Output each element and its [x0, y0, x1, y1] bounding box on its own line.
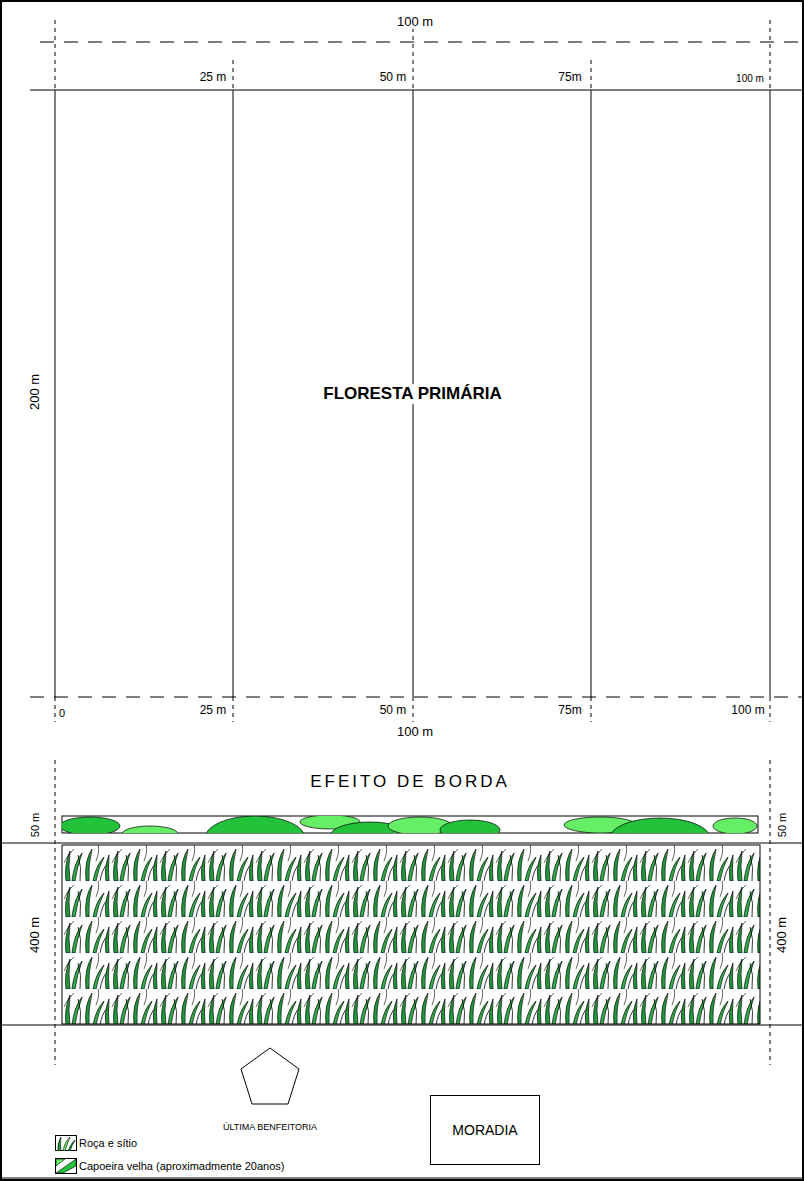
dimension-label: 0	[57, 707, 67, 719]
dimension-label: 50 m	[378, 704, 409, 717]
node-label: ÚLTIMA BENFEITORIA	[220, 1122, 320, 1132]
edge-effect-band: EFEITO DE BORDA	[62, 772, 758, 834]
dimension-label: 75m	[556, 704, 583, 717]
legend-text: Capoeira velha (aproximadmente 20anos)	[79, 1160, 284, 1172]
dimension-label: 100 m	[734, 73, 766, 84]
improvement-pentagon: ÚLTIMA BENFEITORIA	[200, 1042, 340, 1132]
pentagon-symbol	[239, 1046, 301, 1108]
forest-area: FLORESTA PRIMÁRIA	[56, 91, 769, 696]
dimension-label: 25 m	[198, 704, 229, 717]
dimension-label: 50 m	[776, 811, 788, 839]
dwelling-box: MORADIA	[430, 1095, 540, 1165]
dimension-label: 400 m	[775, 915, 789, 955]
dimension-label: 100 m	[395, 15, 435, 29]
dimension-label: 400 m	[28, 915, 42, 955]
dimension-label: 100 m	[395, 725, 435, 739]
dimension-label: 100 m	[729, 704, 766, 717]
node-label: EFEITO DE BORDA	[307, 772, 513, 792]
node-label: MORADIA	[449, 1122, 520, 1138]
legend-swatch	[55, 1135, 77, 1151]
dimension-label: 50 m	[29, 811, 41, 839]
legend-item: Capoeira velha (aproximadmente 20anos)	[55, 1158, 284, 1174]
legend-swatch	[55, 1158, 77, 1174]
legend-text: Roça e sítio	[79, 1137, 137, 1149]
dimension-label: 25 m	[198, 71, 229, 84]
dimension-label: 50 m	[378, 71, 409, 84]
legend-item: Roça e sítio	[55, 1135, 137, 1151]
node-label: FLORESTA PRIMÁRIA	[320, 384, 505, 404]
dimension-label: 200 m	[28, 372, 42, 412]
dimension-label: 75m	[556, 71, 583, 84]
